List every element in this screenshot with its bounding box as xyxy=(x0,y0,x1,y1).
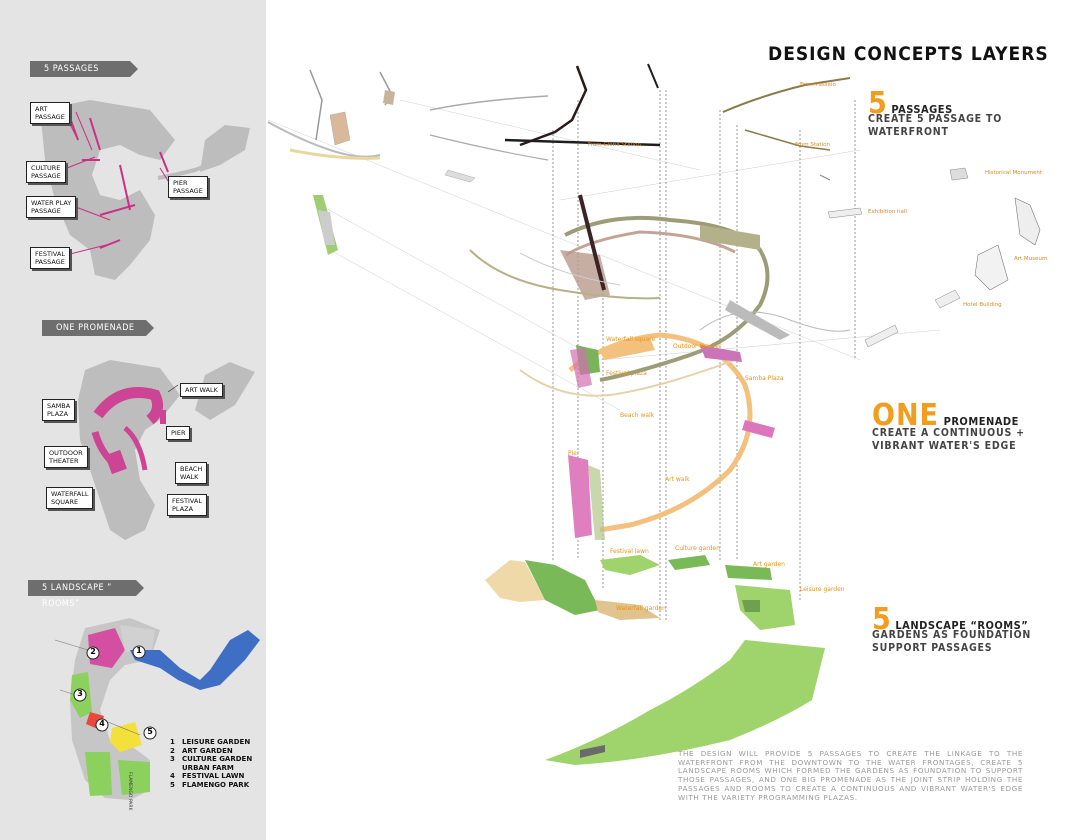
label-art-walk: Art walk xyxy=(665,476,690,483)
concept-passages-heading: PASSAGES xyxy=(891,103,953,116)
label-from-gloria-station: From Gloria Station xyxy=(588,142,641,148)
callout-art-passage: ART PASSAGE xyxy=(30,102,70,124)
promenade-map xyxy=(78,360,255,540)
concept-promenade: ONE PROMENADE CREATE A CONTINUOUS + VIBR… xyxy=(872,398,1025,453)
promenade-layer xyxy=(519,311,851,540)
concept-promenade-heading: PROMENADE xyxy=(943,415,1019,428)
label-waterfall-square: Waterfall square xyxy=(606,336,656,343)
room-marker-3: 3 xyxy=(77,689,83,698)
callout-samba-plaza: SAMBA PLAZA xyxy=(42,399,76,421)
section-label-rooms: 5 LANDSCAPE ” ROOMS” xyxy=(28,580,144,609)
concept-promenade-line-1: CREATE A CONTINUOUS + xyxy=(872,427,1025,439)
label-leisure-garden: Leisure garden xyxy=(800,586,845,593)
rooms-layer xyxy=(485,555,825,765)
callout-water-play-passage: WATER PLAY PASSAGE xyxy=(26,196,77,218)
label-festival-lawn: Festival lawn xyxy=(610,548,649,555)
label-waterfall-garden: Waterfall garden xyxy=(616,605,666,612)
label-hotel-building: Hotel Building xyxy=(963,302,1002,308)
concept-passages-line-1: CREATE 5 PASSAGE TO xyxy=(868,113,1003,125)
room-marker-4: 4 xyxy=(99,719,105,728)
callout-art-walk: ART WALK xyxy=(180,383,223,397)
section-label-promenade: ONE PROMENADE xyxy=(42,320,154,336)
callout-pier: PIER xyxy=(166,426,191,440)
concept-promenade-number: ONE xyxy=(872,398,939,433)
label-culture-garden: Culture garden xyxy=(675,545,720,552)
sidebar-maps xyxy=(40,100,260,800)
label-historical-monument: Historical Monument xyxy=(985,170,1042,176)
room-marker-2: 2 xyxy=(90,647,96,656)
callout-festival-passage: FESTIVAL PASSAGE xyxy=(30,247,70,269)
concept-rooms: 5 LANDSCAPE “ROOMS” GARDENS AS FOUNDATIO… xyxy=(872,602,1031,655)
label-pier: Pier xyxy=(568,450,580,457)
label-festival-plaza: Festival plaza xyxy=(606,370,647,377)
design-description: The design will provide 5 passages to cr… xyxy=(678,749,1023,802)
label-exhibition-hall: Exhibition hall xyxy=(868,209,907,215)
label-from-station: From Station xyxy=(795,142,830,148)
callout-pier-passage: PIER PASSAGE xyxy=(168,176,208,198)
ring-layer xyxy=(469,194,790,382)
concept-rooms-heading: LANDSCAPE “ROOMS” xyxy=(895,619,1029,632)
label-samba-plaza: Samba Plaza xyxy=(745,375,784,382)
concept-passages-number: 5 xyxy=(868,86,887,121)
room-marker-5: 5 xyxy=(147,727,153,736)
concept-rooms-line-1: GARDENS AS FOUNDATION xyxy=(872,629,1032,641)
legend-item: URBAN FARM xyxy=(182,763,234,772)
callout-festival-plaza: FESTIVAL PLAZA xyxy=(167,494,207,516)
room-marker-1: 1 xyxy=(136,646,142,655)
label-art-museum: Art Museum xyxy=(1014,256,1048,262)
section-label-passages: 5 PASSAGES xyxy=(30,61,138,77)
concept-promenade-line-2: VIBRANT WATER'S EDGE xyxy=(872,440,1017,452)
page-title: DESIGN CONCEPTS LAYERS xyxy=(768,43,1049,65)
concept-rooms-line-2: SUPPORT PASSAGES xyxy=(872,642,993,654)
concept-rooms-number: 5 xyxy=(872,602,891,637)
callout-waterfall-square: WATERFALL SQUARE xyxy=(46,487,94,509)
label-art-garden: Art garden xyxy=(753,561,785,568)
callout-culture-passage: CULTURE PASSAGE xyxy=(26,161,66,183)
label-outdoor-theater: Outdoor theater xyxy=(673,343,722,350)
concept-passages-line-2: WATERFRONT xyxy=(868,126,949,138)
label-from-passeio: From Passeio xyxy=(800,82,836,88)
vertical-guides xyxy=(552,90,856,620)
label-beach-walk: Beach walk xyxy=(620,412,655,419)
callout-beach-walk: BEACH WALK xyxy=(175,462,208,484)
room-markers xyxy=(73,645,157,740)
rooms-map xyxy=(54,618,260,800)
concept-passages: 5 PASSAGES CREATE 5 PASSAGE TO WATERFRON… xyxy=(868,86,1002,139)
passages-layer xyxy=(267,63,1041,348)
callout-outdoor-theater: OUTDOOR THEATER xyxy=(44,446,88,468)
